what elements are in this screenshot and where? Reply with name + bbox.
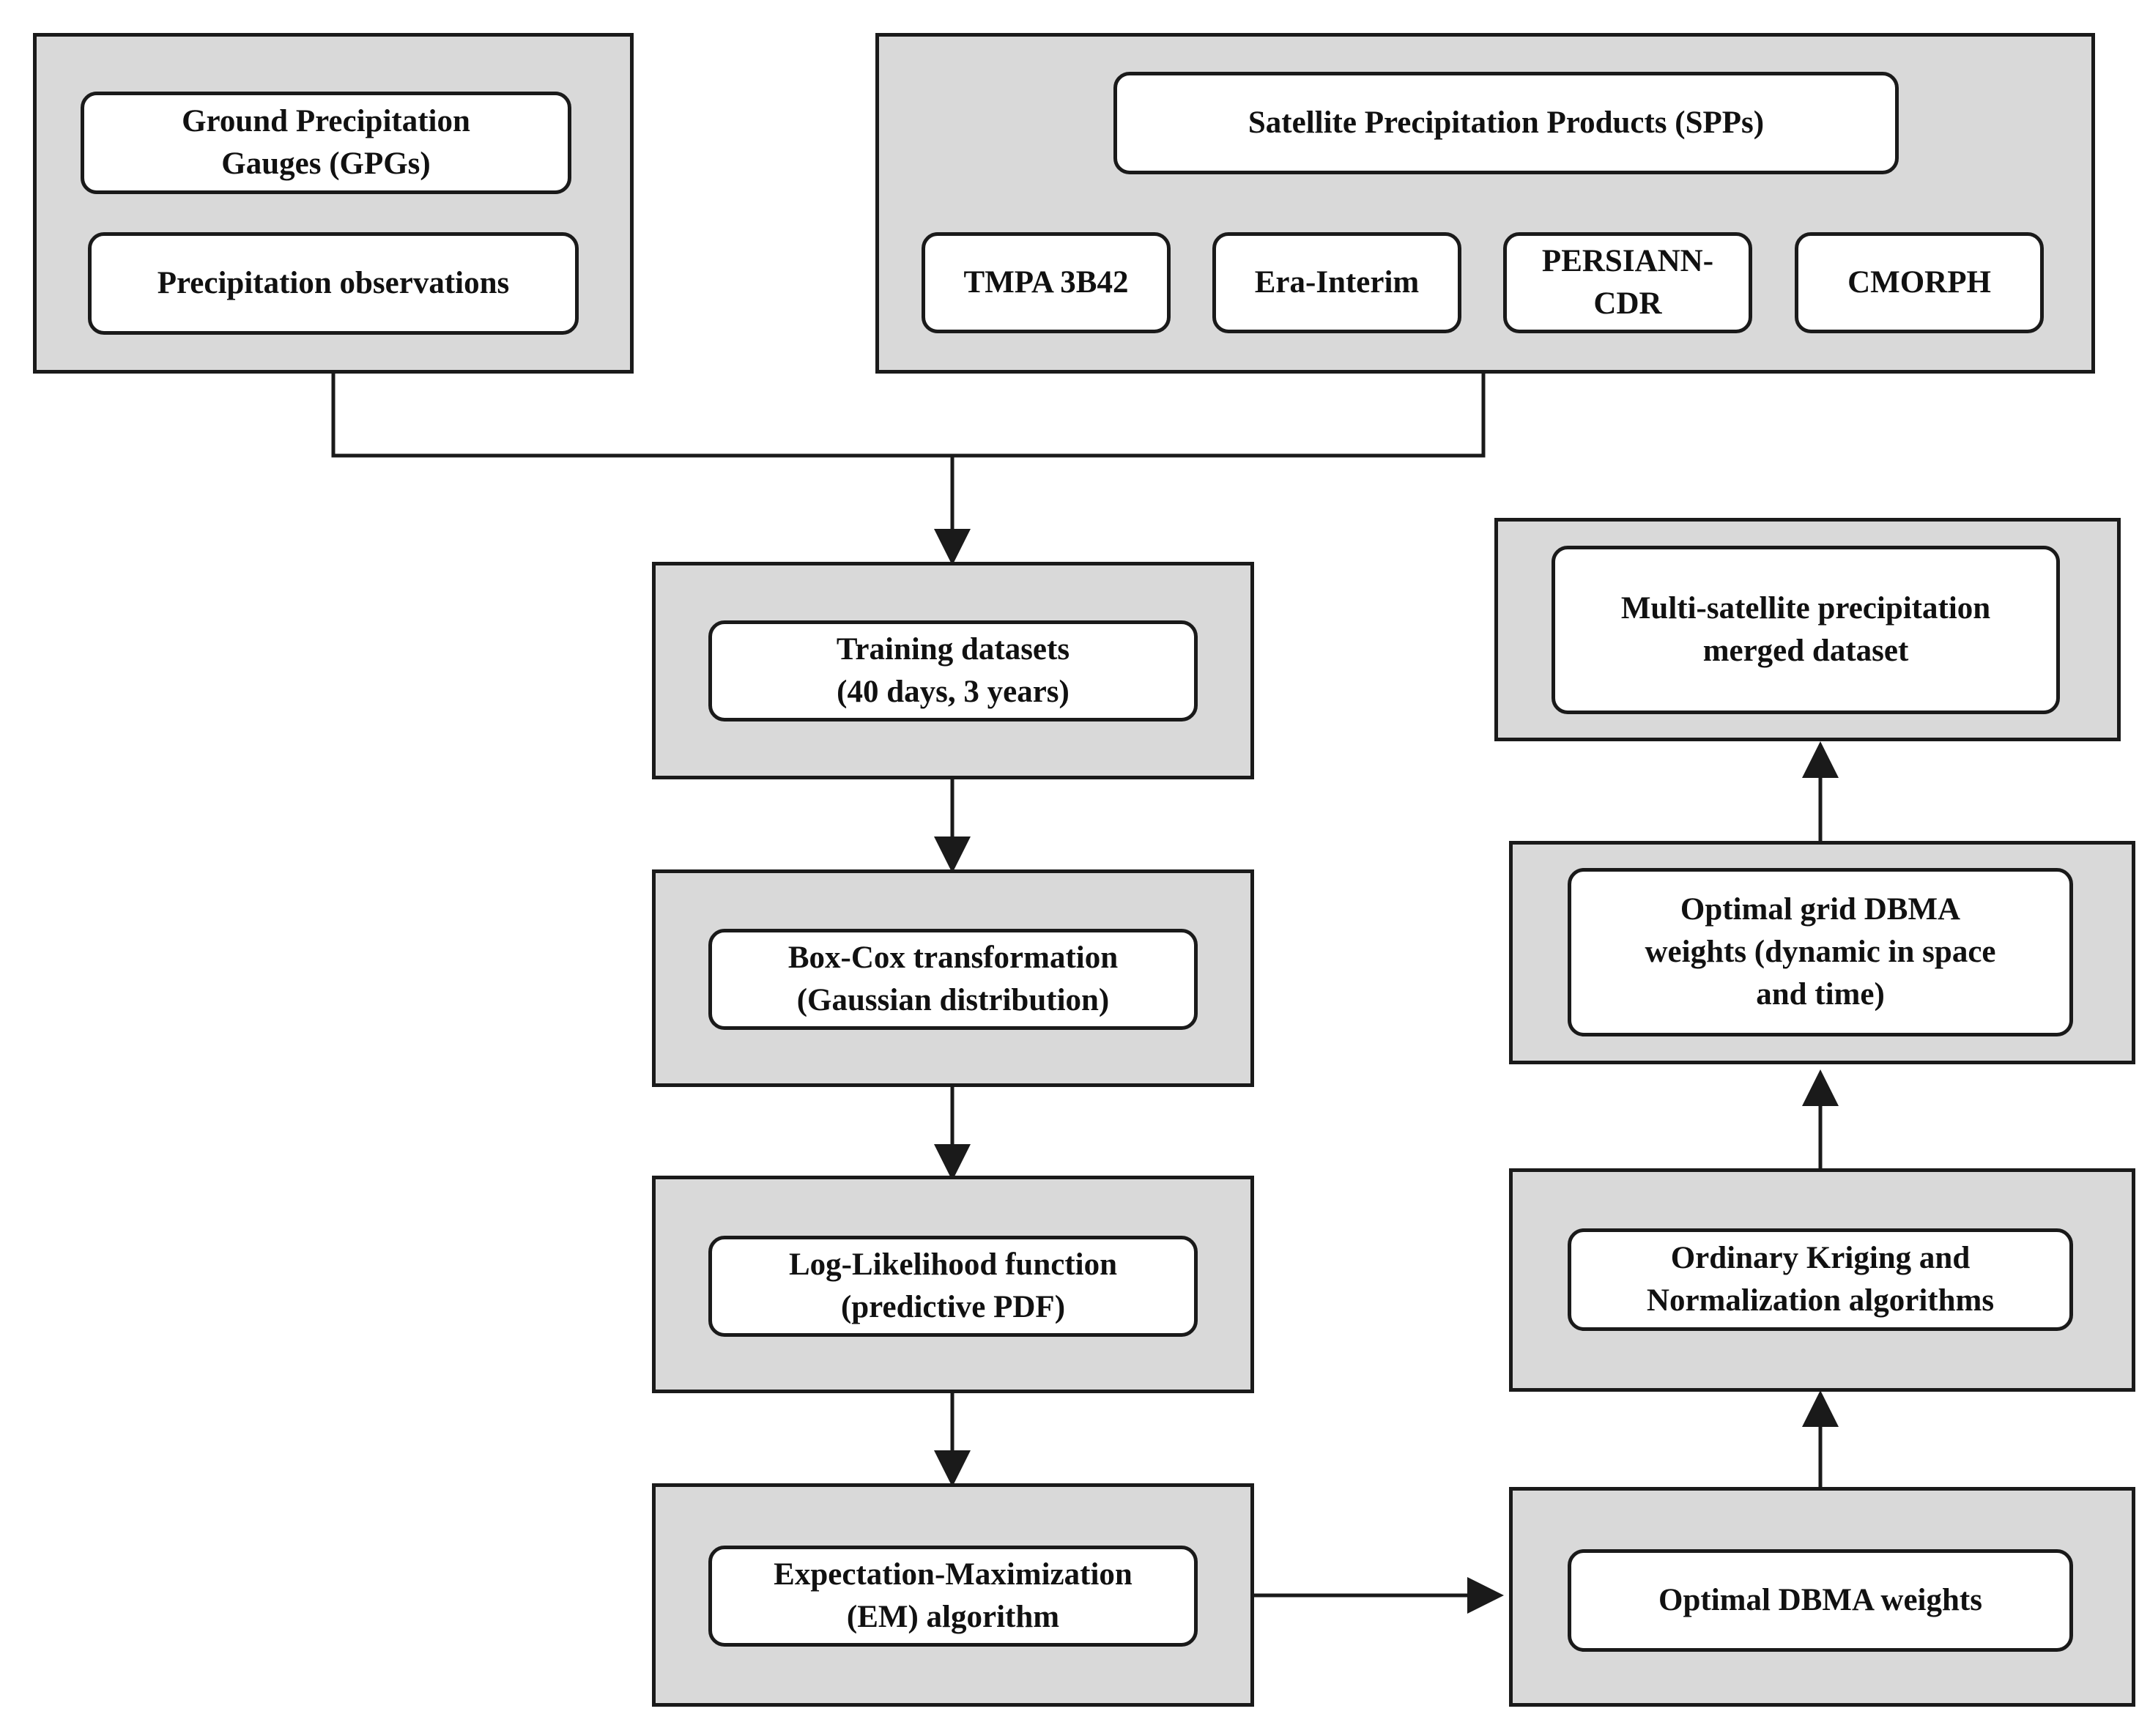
product-era-interim: Era-Interim: [1212, 232, 1461, 333]
product-cmorph: CMORPH: [1795, 232, 2044, 333]
step-ordinary-kriging: Ordinary Kriging and Normalization algor…: [1568, 1228, 2073, 1331]
step-merged-dataset: Multi-satellite precipitation merged dat…: [1552, 546, 2060, 714]
step-em-algorithm: Expectation-Maximization (EM) algorithm: [708, 1546, 1198, 1647]
step-loglikelihood-function: Log-Likelihood function (predictive PDF): [708, 1236, 1198, 1337]
product-tmpa-3b42: TMPA 3B42: [922, 232, 1171, 333]
step-optimal-grid-weights: Optimal grid DBMA weights (dynamic in sp…: [1568, 868, 2073, 1036]
step-optimal-dbma-weights: Optimal DBMA weights: [1568, 1549, 2073, 1652]
satellite-products-title: Satellite Precipitation Products (SPPs): [1113, 72, 1899, 174]
connector-inputs-merge: [331, 374, 1486, 458]
product-persiann-cdr: PERSIANN- CDR: [1503, 232, 1752, 333]
step-training-datasets: Training datasets (40 days, 3 years): [708, 620, 1198, 722]
step-boxcox-transformation: Box-Cox transformation (Gaussian distrib…: [708, 929, 1198, 1030]
ground-gauges-title: Ground Precipitation Gauges (GPGs): [81, 92, 571, 194]
precipitation-observations: Precipitation observations: [88, 232, 579, 335]
